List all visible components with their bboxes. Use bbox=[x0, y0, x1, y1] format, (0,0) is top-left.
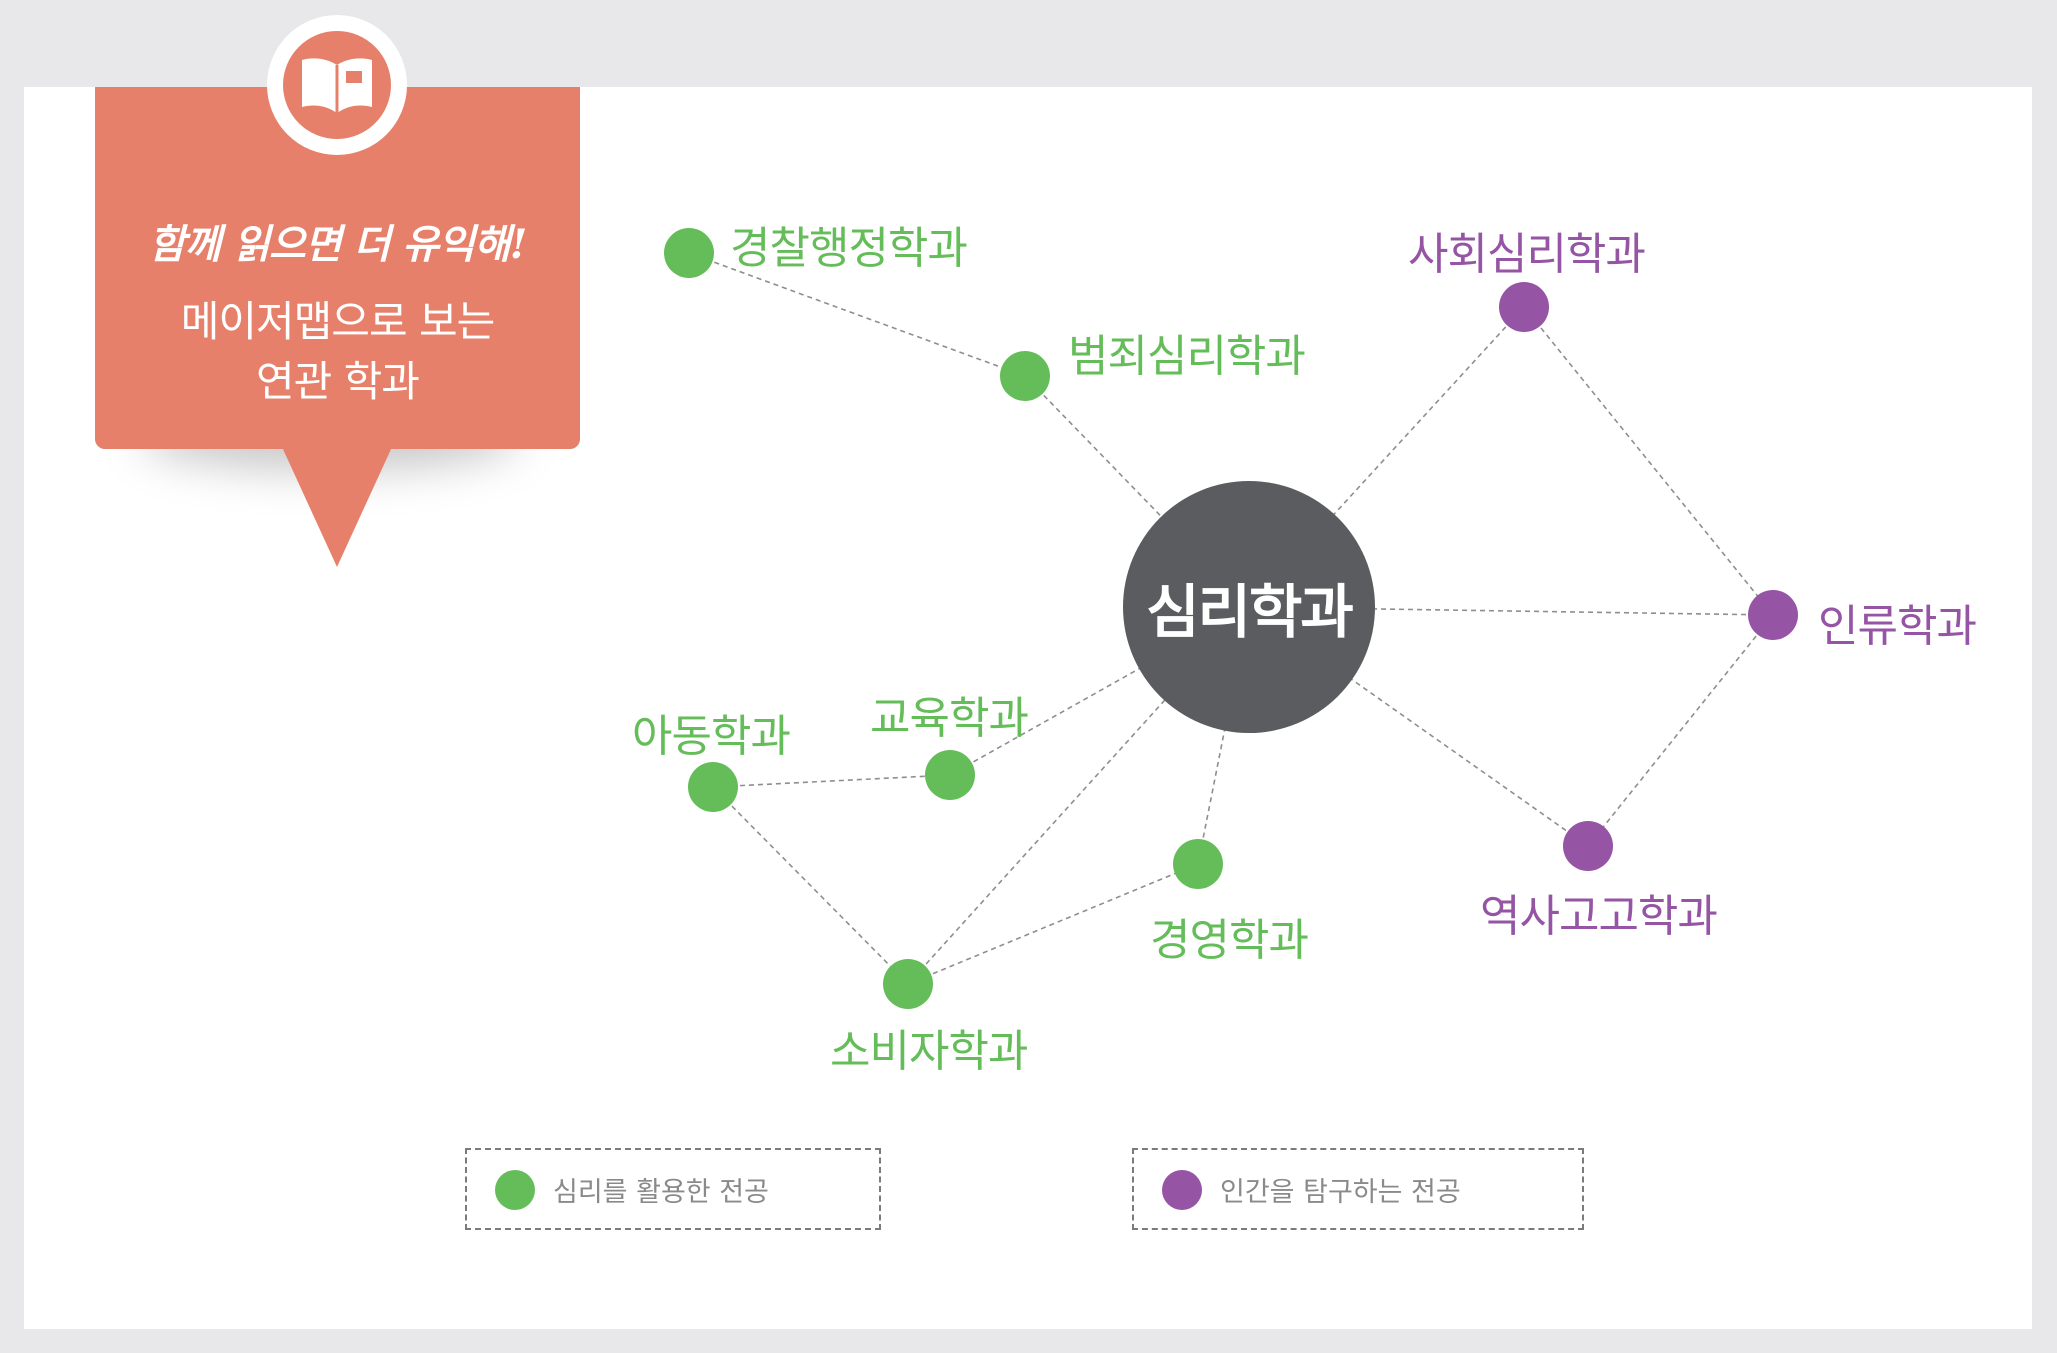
callout-title-line1: 메이저맵으로 보는 bbox=[180, 297, 495, 346]
edge-police-criminal bbox=[688, 252, 1026, 377]
node-label-anthro: 인류학과 bbox=[1818, 601, 1977, 652]
legend-label-psych: 심리를 활용한 전공 bbox=[553, 1177, 769, 1208]
node-dot-police bbox=[664, 228, 714, 278]
callout-title-line2: 연관 학과 bbox=[256, 357, 420, 406]
legend-label-human: 인간을 탐구하는 전공 bbox=[1220, 1177, 1461, 1208]
center-node-label: 심리학과 bbox=[1146, 578, 1353, 646]
node-label-child: 아동학과 bbox=[632, 711, 791, 762]
node-label-social: 사회심리학과 bbox=[1408, 229, 1646, 280]
node-label-police: 경찰행정학과 bbox=[730, 223, 968, 274]
node-dot-child bbox=[688, 762, 738, 812]
edge-child-consumer bbox=[712, 786, 909, 985]
edge-edu-center bbox=[949, 606, 1250, 776]
node-dot-biz bbox=[1173, 839, 1223, 889]
edge-child-edu bbox=[712, 774, 951, 788]
callout-pointer bbox=[282, 447, 392, 567]
node-label-biz: 경영학과 bbox=[1150, 915, 1309, 966]
callout-tagline: 함께 읽으면 더 유익해! bbox=[148, 221, 528, 268]
edge-social-center bbox=[1248, 306, 1525, 608]
node-label-history: 역사고고학과 bbox=[1480, 891, 1718, 942]
node-label-consumer: 소비자학과 bbox=[830, 1026, 1028, 1077]
node-dot-anthro bbox=[1748, 590, 1798, 640]
legend-item-psych: 심리를 활용한 전공 bbox=[465, 1148, 881, 1230]
node-dot-edu bbox=[925, 750, 975, 800]
node-dot-consumer bbox=[883, 959, 933, 1009]
edge-consumer-biz bbox=[907, 863, 1199, 985]
callout-badge bbox=[267, 15, 407, 155]
node-label-edu: 교육학과 bbox=[870, 693, 1029, 744]
edge-anthro-history bbox=[1587, 614, 1774, 847]
node-dot-social bbox=[1499, 282, 1549, 332]
legend-item-human: 인간을 탐구하는 전공 bbox=[1132, 1148, 1584, 1230]
node-dot-criminal bbox=[1000, 351, 1050, 401]
center-node-psychology: 심리학과 bbox=[1123, 481, 1375, 733]
node-dot-history bbox=[1563, 821, 1613, 871]
node-label-criminal: 범죄심리학과 bbox=[1068, 331, 1306, 382]
legend-dot-human bbox=[1162, 1170, 1202, 1210]
edge-social-anthro bbox=[1523, 306, 1774, 616]
book-icon bbox=[302, 58, 372, 113]
legend-dot-psych bbox=[495, 1170, 535, 1210]
